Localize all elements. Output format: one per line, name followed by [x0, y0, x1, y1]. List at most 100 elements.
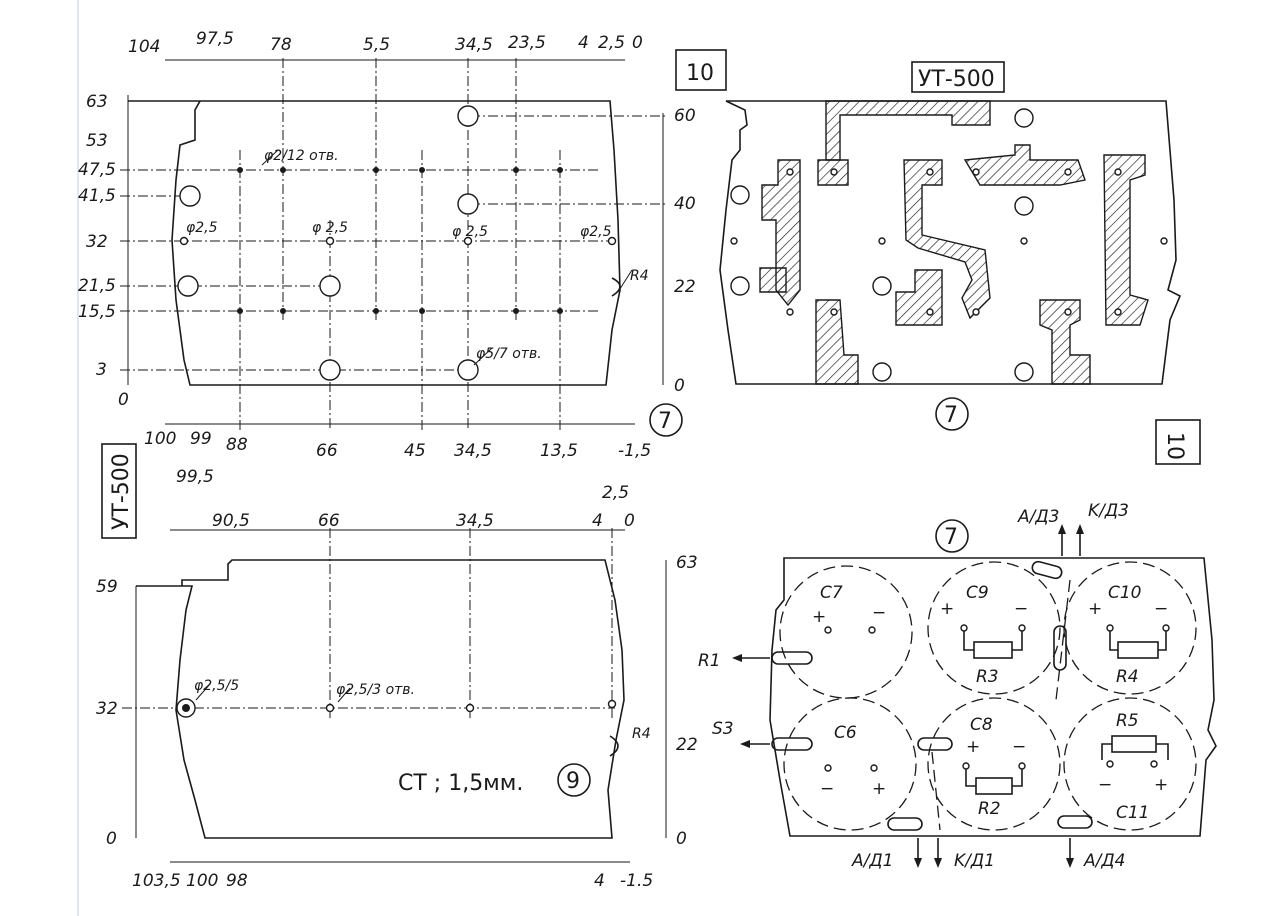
- lead-k-d3: K/Д3: [1088, 501, 1129, 521]
- r4-notch-2: [609, 735, 619, 757]
- asm-ref-label: 7: [944, 525, 958, 550]
- pcb-holes: [730, 108, 1168, 382]
- dim-top-4: 4: [578, 33, 589, 53]
- note-hole-12: φ2/12 отв.: [264, 148, 339, 164]
- dim3-bottom-4: 4: [594, 871, 605, 891]
- dim3-left-59: 59: [96, 577, 118, 597]
- dim-bottom-13-5: 13,5: [540, 441, 578, 461]
- lead-r1: R1: [698, 651, 721, 671]
- dim3-top-0: 0: [624, 511, 635, 531]
- small-holes: [179, 167, 617, 314]
- leader-2: [473, 347, 493, 366]
- dim-right-22: 22: [674, 277, 696, 297]
- dim3-left-32: 32: [96, 699, 118, 719]
- dim3-bottom-minus-1-5: -1.5: [620, 871, 653, 891]
- part-box-10: [1155, 419, 1201, 465]
- dim-bottom-34-5: 34,5: [454, 441, 492, 461]
- ref-circle-9: [557, 763, 591, 797]
- dim-left-63: 63: [86, 92, 108, 112]
- drawing-3-panel: УТ-500 90,5 66 34,5 2,5 4 0 59 32 0 63 2…: [96, 443, 698, 891]
- dim-bottom-88: 88: [226, 435, 248, 455]
- cap-c7: C7: [820, 583, 843, 603]
- dim-left-15-5: 15,5: [78, 302, 116, 322]
- dim-left-32: 32: [86, 232, 108, 252]
- note-hole-2: φ 2,5: [312, 220, 348, 236]
- vertical-model-box: [101, 443, 137, 539]
- cap-c11: C11: [1116, 803, 1150, 823]
- dim-left-0: 0: [118, 390, 129, 410]
- svg-text:−: −: [1098, 775, 1112, 795]
- svg-text:+: +: [872, 779, 886, 799]
- dim-left-53: 53: [86, 131, 108, 151]
- assembly-outline: [769, 557, 1217, 837]
- lead-s3: S3: [712, 719, 734, 739]
- panel-outline: [128, 100, 621, 386]
- pcb-ref-label: 7: [944, 403, 958, 428]
- material-note: СТ ; 1,5мм.: [398, 771, 523, 796]
- dim-left-47-5: 47,5: [78, 160, 116, 180]
- dim-left-3: 3: [96, 360, 107, 380]
- svg-text:−: −: [1012, 737, 1026, 757]
- svg-text:+: +: [940, 599, 954, 619]
- pcb-outline: [719, 100, 1182, 385]
- model-box: [911, 61, 1005, 93]
- cap-c8: C8: [970, 715, 993, 735]
- dim-right-0: 0: [674, 376, 685, 396]
- svg-text:−: −: [872, 603, 886, 623]
- note3-r4: R4: [632, 726, 651, 742]
- res-r3: R3: [976, 667, 999, 687]
- cap-c10: C10: [1108, 583, 1142, 603]
- res-r5: R5: [1116, 711, 1139, 731]
- dim3-top-2-5: 2,5: [602, 483, 629, 503]
- drawing-1-panel: 104 97,5 78 5,5 34,5 23,5 4 2,5 0 63 53 …: [78, 29, 727, 487]
- dim-top-23-5: 23,5: [508, 33, 546, 53]
- lead-a-d4: A/Д4: [1083, 851, 1125, 871]
- resistor-r3: [960, 624, 1026, 659]
- note-hole-4: φ2,5: [580, 224, 612, 240]
- drawing-4-assembly: 10 7 C7 C9 C10 C6 C8 C11 + − + − + − + −…: [698, 419, 1217, 871]
- ref-circle-label: 7: [658, 409, 672, 434]
- panel-outline-2: [136, 559, 625, 839]
- hole-b: [465, 703, 475, 713]
- note-hole-7: φ5/7 отв.: [476, 346, 542, 362]
- leader-1: [261, 149, 279, 166]
- vertical-model-label: УТ-500: [109, 453, 134, 530]
- dim-top-5-5: 5,5: [363, 35, 390, 55]
- dim3-right-0: 0: [676, 829, 687, 849]
- dim3-top-4: 4: [592, 511, 603, 531]
- dim-bottom-99: 99: [190, 429, 212, 449]
- dim-bottom-minus-1-5: -1,5: [618, 441, 651, 461]
- dim3-left-0: 0: [106, 829, 117, 849]
- cap-c6: C6: [834, 723, 857, 743]
- dim3-top-90-5: 90,5: [212, 511, 250, 531]
- dim-right-60: 60: [674, 106, 696, 126]
- dim3-bottom-103-5: 103,5: [132, 871, 181, 891]
- lead-a-d3: A/Д3: [1017, 507, 1059, 527]
- svg-text:+: +: [1088, 599, 1102, 619]
- dim3-top-66: 66: [318, 511, 340, 531]
- lead-arrows: [732, 524, 1084, 868]
- note3-hole-5: φ2,5/5: [194, 678, 239, 694]
- dim3-bottom-100: 100: [186, 871, 218, 891]
- note3-hole-3: φ2,5/3 отв.: [336, 682, 415, 698]
- dim-left-41-5: 41,5: [78, 186, 116, 206]
- dim-bottom-100: 100: [144, 429, 176, 449]
- dim-top-2-5: 2,5: [598, 33, 625, 53]
- dim-bottom-99-5: 99,5: [176, 467, 214, 487]
- dim-top-97-5: 97,5: [196, 29, 234, 49]
- hole-5-center: [182, 704, 190, 712]
- svg-text:−: −: [1014, 599, 1028, 619]
- part-number-box: [675, 49, 727, 91]
- dim3-top-34-5: 34,5: [456, 511, 494, 531]
- resistor-r5: [1101, 735, 1169, 760]
- leader-r4: [617, 269, 633, 293]
- svg-text:+: +: [966, 737, 980, 757]
- part-box-10-label: 10: [1162, 432, 1187, 460]
- lead-a-d1: A/Д1: [851, 851, 893, 871]
- model-label: УТ-500: [918, 67, 995, 92]
- hole-a: [325, 703, 335, 713]
- copper-pads: [759, 100, 1149, 385]
- cap-c9: C9: [966, 583, 989, 603]
- leader-a: [195, 683, 211, 701]
